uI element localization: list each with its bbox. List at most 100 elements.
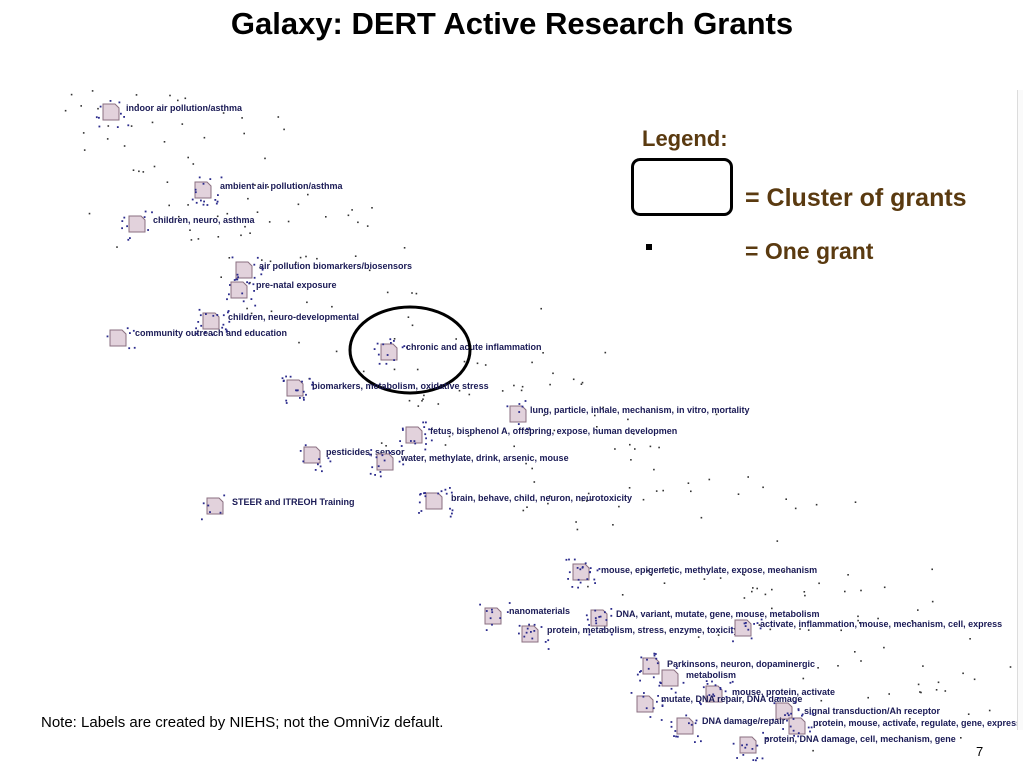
grant-dot <box>756 622 759 624</box>
cluster-icon[interactable] <box>376 453 394 471</box>
cluster-node[interactable]: mouse, epigenetic, methylate, expose, me… <box>565 558 818 589</box>
grant-dot <box>386 291 389 294</box>
grant-dot <box>133 346 136 349</box>
grant-dot <box>765 737 768 740</box>
grant-dot <box>579 581 582 584</box>
grant-dot <box>640 656 643 659</box>
grant-dot <box>127 238 130 241</box>
cluster-icon[interactable] <box>194 181 212 199</box>
grant-dot <box>593 578 596 581</box>
cluster-node[interactable]: pre-natal exposure <box>226 276 337 307</box>
cluster-icon[interactable] <box>235 261 253 279</box>
cluster-icon[interactable] <box>661 669 679 687</box>
cluster-node[interactable]: protein, mouse, activate, regulate, gene… <box>782 712 1021 738</box>
grant-dot <box>661 705 664 707</box>
grant-dot <box>192 163 195 165</box>
grant-dot <box>445 492 448 495</box>
cluster-icon[interactable] <box>128 215 146 233</box>
cluster-icon[interactable] <box>572 563 590 581</box>
grant-dot <box>168 204 170 207</box>
grant-dot <box>573 558 576 561</box>
grant-dot <box>423 492 425 495</box>
cluster-icon[interactable] <box>206 497 224 515</box>
cluster-node[interactable]: air pollution biomarkers/biosensors <box>229 256 412 286</box>
grant-dot <box>123 145 126 147</box>
grant-dot <box>261 268 264 271</box>
visualization-scrollbar[interactable] <box>1017 90 1023 730</box>
grant-dot <box>621 594 624 596</box>
grant-dot <box>579 568 582 571</box>
cluster-node[interactable]: nanomaterials <box>479 602 570 631</box>
cluster-node[interactable]: chronic and acute inflammation <box>373 338 542 365</box>
cluster-icon[interactable] <box>230 281 248 299</box>
cluster-node[interactable]: ambient air pollution/asthma <box>191 176 344 206</box>
cluster-node[interactable]: mutate, DNA repair, DNA damage <box>630 692 803 721</box>
cluster-icon[interactable] <box>676 717 694 735</box>
grant-dot <box>424 433 427 436</box>
cluster-icon[interactable] <box>734 619 752 637</box>
cluster-icon[interactable] <box>642 657 660 675</box>
grant-dot <box>732 640 734 643</box>
grant-dot <box>423 394 425 397</box>
cluster-node[interactable]: biomarkers, metabolism, oxidative stress <box>281 375 489 404</box>
cluster-icon[interactable] <box>521 625 539 643</box>
cluster-icon[interactable] <box>102 103 120 121</box>
grant-dot <box>594 617 597 619</box>
grant-dot <box>857 615 859 618</box>
cluster-node[interactable]: children, neuro-developmental <box>195 308 359 336</box>
cluster-node[interactable]: community outreach and education <box>106 327 287 350</box>
cluster-node[interactable]: mouse, protein, activate <box>699 680 835 706</box>
grant-dot <box>383 459 386 462</box>
grant-dot <box>581 499 584 502</box>
grant-dot <box>202 203 205 206</box>
cluster-icon[interactable] <box>303 446 321 464</box>
grant-dot <box>403 247 406 249</box>
grant-dot <box>449 487 451 489</box>
cluster-icon[interactable] <box>405 426 423 444</box>
cluster-node[interactable]: metabolism <box>658 667 737 694</box>
cluster-icon[interactable] <box>202 312 220 330</box>
grant-dot <box>589 567 592 569</box>
grant-dot <box>501 390 504 392</box>
grant-dot <box>366 225 369 227</box>
cluster-node[interactable]: STEER and ITREOH Training <box>201 494 355 521</box>
grant-dot <box>627 418 629 421</box>
cluster-node[interactable]: lung, particle, inhale, mechanism, in vi… <box>506 400 750 430</box>
cluster-icon[interactable] <box>425 492 443 510</box>
cluster-node[interactable]: DNA damage/repair <box>670 714 786 744</box>
grant-dot <box>725 696 728 698</box>
cluster-node[interactable]: fetus, bisphenol A, offspring, expose, h… <box>399 421 677 451</box>
grant-dot <box>602 406 604 409</box>
grant-dot <box>658 446 660 449</box>
grant-dot <box>549 495 551 497</box>
grant-dot <box>518 632 520 635</box>
grant-dot <box>451 509 454 512</box>
cluster-label: pesticides, sensor <box>326 447 405 457</box>
cluster-icon[interactable] <box>509 405 527 423</box>
cluster-icon[interactable] <box>380 343 398 361</box>
cluster-node[interactable]: protein, DNA damage, cell, mechanism, ge… <box>732 731 956 762</box>
cluster-node[interactable]: DNA, variant, mutate, gene, mouse, metab… <box>585 608 820 636</box>
cluster-label: lung, particle, inhale, mechanism, in vi… <box>530 405 750 415</box>
cluster-node[interactable]: Parkinsons, neuron, dopaminergic <box>636 652 815 684</box>
grant-dot <box>285 375 287 378</box>
grant-dot <box>270 310 273 313</box>
grant-dot <box>633 433 635 435</box>
grant-dot <box>783 570 785 572</box>
grant-dot <box>398 460 401 463</box>
cluster-icon[interactable] <box>286 379 304 397</box>
grant-dot <box>809 730 811 733</box>
cluster-node[interactable]: children, neuro, asthma <box>121 210 256 241</box>
cluster-icon[interactable] <box>109 329 127 347</box>
cluster-node[interactable]: indoor air pollution/asthma <box>95 100 243 128</box>
cluster-node[interactable]: activate, inflammation, mouse, mechanism… <box>730 618 1002 643</box>
cluster-node[interactable]: water, methylate, drink, arsenic, mouse <box>369 449 569 478</box>
cluster-node[interactable]: protein, metabolism, stress, enzyme, tox… <box>518 623 739 650</box>
cluster-node[interactable]: brain, behave, child, neuron, neurotoxic… <box>418 487 632 518</box>
grant-dot <box>649 445 652 448</box>
cluster-node[interactable]: pesticides, sensor <box>299 444 405 473</box>
grant-dot <box>812 749 814 752</box>
cluster-icon[interactable] <box>636 695 654 713</box>
grant-dot <box>699 701 701 704</box>
grant-dot <box>653 654 656 657</box>
